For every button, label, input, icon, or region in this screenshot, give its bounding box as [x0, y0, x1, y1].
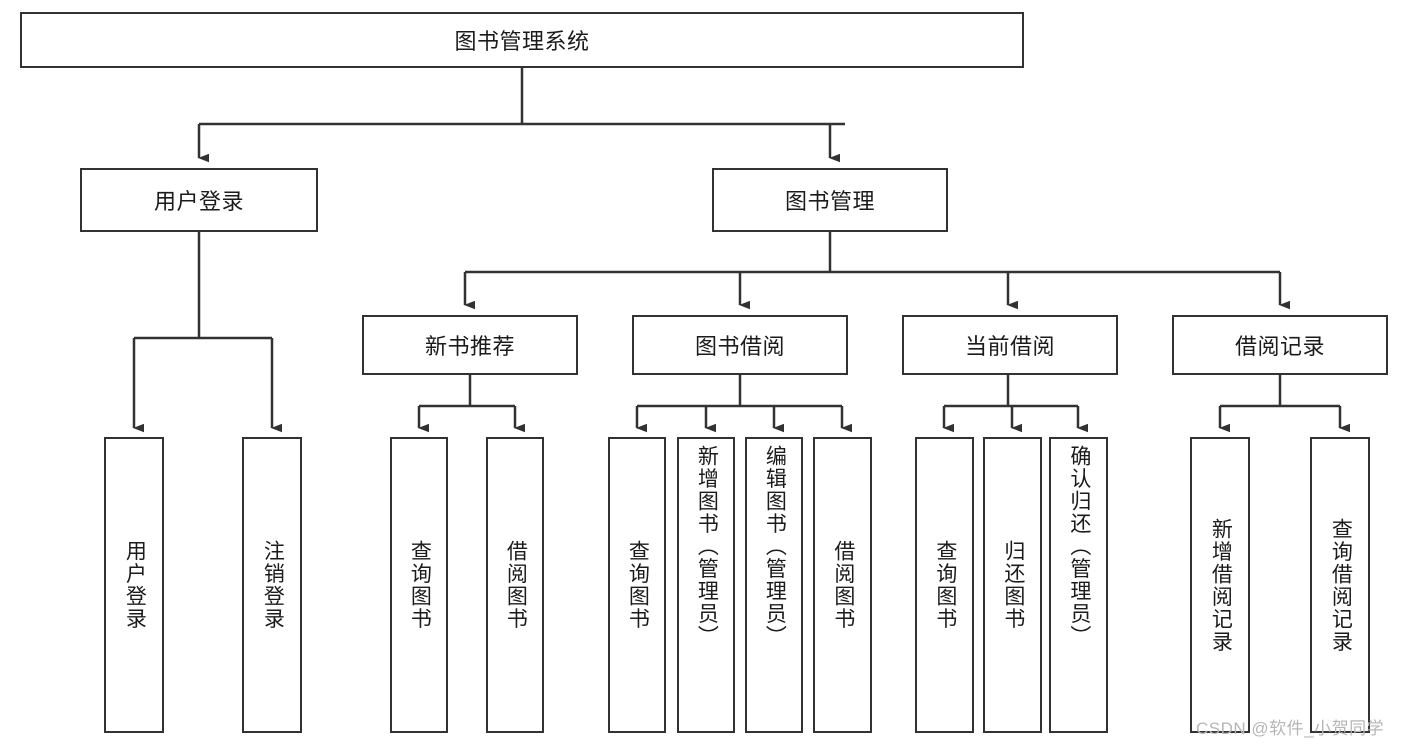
node-book-management[interactable]: 图书管理 [712, 168, 948, 232]
edges-new-book-to-leaves [417, 375, 525, 433]
node-user-login[interactable]: 用户登录 [80, 168, 318, 232]
node-leaf-borrow-book-recommend[interactable]: 借阅图书 [486, 437, 544, 733]
node-leaf-label: 查询图书 [408, 540, 432, 630]
node-leaf-label: 借阅图书 [504, 540, 528, 630]
node-leaf-label: 用户登录 [123, 540, 147, 630]
node-book-borrowing[interactable]: 图书借阅 [632, 315, 848, 375]
node-leaf-user-login[interactable]: 用户登录 [104, 437, 164, 733]
node-root-book-management-system[interactable]: 图书管理系统 [20, 12, 1024, 68]
node-leaf-confirm-return-admin[interactable]: 确认归还（管理员） [1049, 437, 1108, 733]
node-leaf-query-book-recommend[interactable]: 查询图书 [390, 437, 448, 733]
edges-root-to-level2 [197, 68, 845, 163]
node-leaf-query-book-current[interactable]: 查询图书 [915, 437, 974, 733]
edges-borrow-book-to-leaves [635, 375, 852, 433]
node-borrowing-record-label: 借阅记录 [1234, 334, 1325, 359]
node-leaf-label: 借阅图书 [831, 540, 855, 630]
node-leaf-label: 查询借阅记录 [1329, 517, 1353, 653]
node-leaf-borrow-book[interactable]: 借阅图书 [813, 437, 872, 733]
node-book-management-label: 图书管理 [784, 189, 875, 214]
node-leaf-edit-book-admin[interactable]: 编辑图书（管理员） [745, 437, 803, 733]
node-leaf-add-book-admin[interactable]: 新增图书（管理员） [677, 437, 735, 733]
node-leaf-add-borrow-record[interactable]: 新增借阅记录 [1190, 437, 1250, 733]
node-current-borrowing-label: 当前借阅 [964, 334, 1055, 359]
node-leaf-label: 查询图书 [933, 540, 957, 630]
node-book-borrowing-label: 图书借阅 [694, 334, 785, 359]
edges-borrow-record-to-leaves [1218, 375, 1350, 433]
node-leaf-return-book[interactable]: 归还图书 [983, 437, 1042, 733]
node-current-borrowing[interactable]: 当前借阅 [902, 315, 1118, 375]
node-leaf-label: 新增借阅记录 [1209, 517, 1233, 653]
node-borrowing-record[interactable]: 借阅记录 [1172, 315, 1388, 375]
node-leaf-logout[interactable]: 注销登录 [242, 437, 302, 733]
node-user-login-label: 用户登录 [153, 189, 244, 214]
edges-current-borrow-to-leaves [942, 375, 1088, 433]
node-leaf-label: 注销登录 [261, 540, 285, 630]
node-leaf-query-book[interactable]: 查询图书 [608, 437, 666, 733]
node-leaf-label: 归还图书 [1001, 540, 1025, 630]
edges-user-login-to-leaves [132, 232, 282, 433]
node-leaf-label: 编辑图书（管理员） [763, 445, 787, 648]
node-leaf-label: 确认归还（管理员） [1067, 445, 1091, 648]
node-root-label: 图书管理系统 [454, 29, 590, 54]
node-new-book-recommendation-label: 新书推荐 [424, 334, 515, 359]
node-leaf-label: 查询图书 [626, 540, 650, 630]
node-new-book-recommendation[interactable]: 新书推荐 [362, 315, 578, 375]
node-leaf-query-borrow-record[interactable]: 查询借阅记录 [1310, 437, 1370, 733]
node-leaf-label: 新增图书（管理员） [695, 445, 719, 648]
edges-book-manage-to-level3 [463, 232, 1290, 310]
